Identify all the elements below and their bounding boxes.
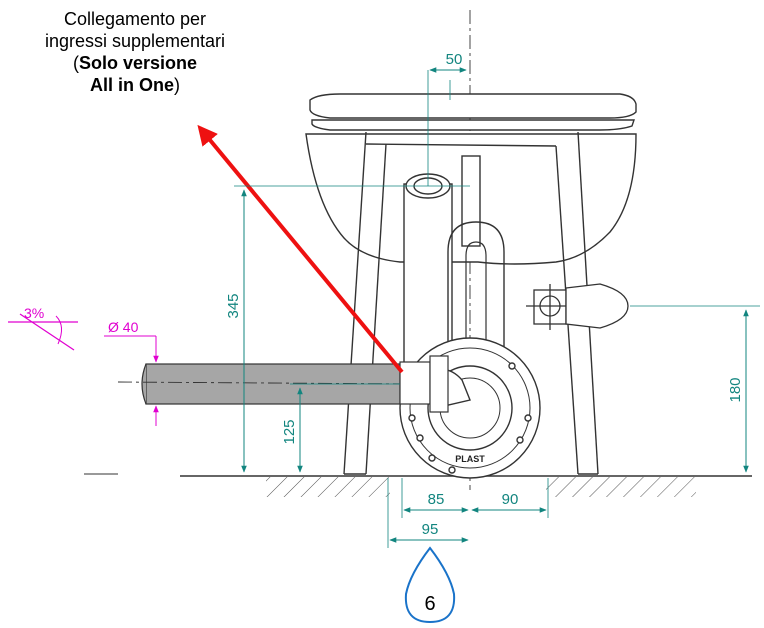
riser-pipe — [403, 173, 453, 371]
floor — [84, 473, 752, 497]
dim-85: 85 — [403, 491, 469, 513]
page-number-drop: 6 — [404, 546, 456, 624]
callout-line-2: ingressi supplementari — [44, 31, 226, 51]
callout-bold-1: Solo versione — [78, 53, 198, 73]
outlet-u-pipe — [447, 221, 505, 434]
vent-pipe — [461, 155, 481, 247]
dim-345: 345 — [225, 189, 247, 473]
dim-95-label: 95 — [422, 521, 439, 538]
dim-90: 90 — [471, 491, 547, 513]
callout-arrow — [197, 124, 404, 374]
dim-90-label: 90 — [502, 491, 519, 508]
side-valve — [526, 283, 629, 330]
dim-95: 95 — [389, 521, 469, 543]
dim-85-label: 85 — [428, 491, 445, 508]
callout-text: Collegamento per ingressi supplementari … — [4, 8, 266, 96]
dim-50: 50 — [429, 51, 467, 73]
dim-125-label: 125 — [281, 419, 298, 444]
diameter-indicator: Ø 40 — [104, 319, 159, 426]
dim-345-label: 345 — [225, 293, 242, 318]
toilet-lid — [309, 93, 637, 131]
diameter-label: Ø 40 — [108, 319, 139, 335]
page-number: 6 — [424, 593, 435, 615]
callout-paren-open: ( — [72, 53, 79, 73]
callout-line-1: Collegamento per — [63, 9, 207, 29]
callout-line-3: (Solo versione — [4, 52, 266, 74]
pump-logo: PLAST — [455, 454, 485, 464]
dim-180-label: 180 — [727, 377, 744, 402]
dim-50-label: 50 — [446, 51, 463, 68]
slope-indicator: 3% — [8, 305, 78, 351]
callout-line-4: All in One) — [4, 74, 266, 96]
callout-bold-2: All in One — [89, 75, 174, 95]
dim-180: 180 — [727, 309, 749, 473]
slope-percent: 3% — [24, 305, 44, 321]
dim-125: 125 — [281, 387, 303, 473]
callout-paren-close: ) — [174, 75, 180, 95]
